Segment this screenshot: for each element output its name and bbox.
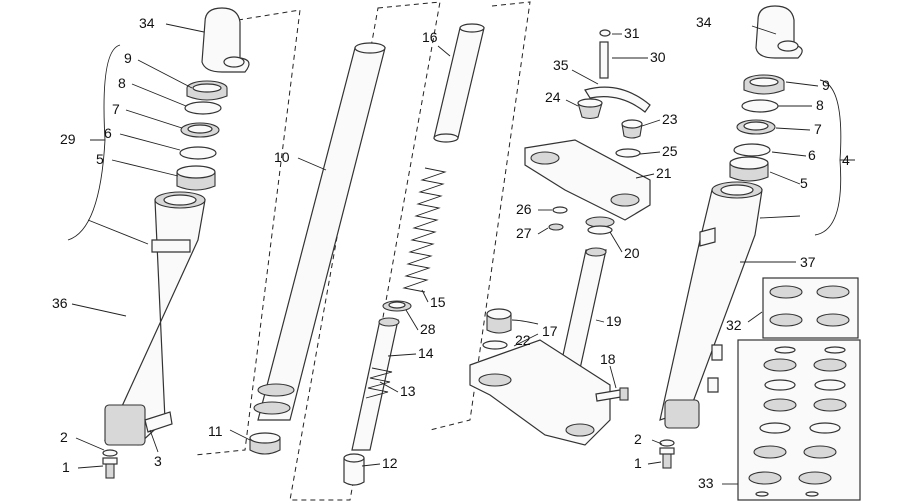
right-bolt-1: [659, 447, 675, 469]
label-34-left: 34: [139, 15, 155, 31]
lower-triple-clamp-17: [469, 339, 611, 446]
washer-25: [615, 148, 641, 158]
right-seal-9: [743, 74, 785, 95]
left-washer-2: [102, 449, 118, 457]
nut-31: [599, 29, 611, 37]
label-5-left: 5: [96, 151, 104, 167]
label-37: 37: [800, 254, 816, 270]
stanchion-10: [253, 42, 386, 421]
label-26: 26: [516, 201, 532, 217]
label-8-left: 8: [118, 75, 126, 91]
label-16: 16: [422, 29, 438, 45]
bolt-18: [595, 387, 629, 402]
label-24: 24: [545, 89, 561, 105]
spacer-12: [343, 453, 365, 486]
group-outline-middle: [289, 1, 441, 501]
label-7-left: 7: [112, 101, 120, 117]
label-15: 15: [430, 294, 446, 310]
label-23: 23: [662, 111, 678, 127]
bushing-11: [249, 432, 281, 455]
ring-28: [382, 300, 412, 312]
damper-rod-14: [351, 317, 400, 451]
bushing-kit-33-box: [737, 339, 861, 501]
label-12: 12: [382, 455, 398, 471]
label-22: 22: [515, 332, 531, 348]
washer-26: [552, 206, 568, 214]
label-36: 36: [52, 295, 68, 311]
label-2-right: 2: [634, 431, 642, 447]
nut-27: [548, 223, 564, 231]
bearing-20: [585, 216, 615, 235]
label-5-right: 5: [800, 175, 808, 191]
leader-lines: [71, 23, 819, 485]
rebound-spring-13: [365, 367, 393, 399]
label-11: 11: [208, 423, 223, 439]
label-28: 28: [420, 321, 436, 337]
left-slider-36: [104, 191, 206, 446]
label-34-right: 34: [696, 14, 712, 30]
label-10: 10: [274, 149, 290, 165]
right-bushing-5: [729, 156, 769, 182]
label-6-right: 6: [808, 147, 816, 163]
label-21: 21: [656, 165, 672, 181]
label-19: 19: [606, 313, 622, 329]
callout-labels: 34 9 8 7 29 6 5 36 2 1 3 10 11 16 15 28 …: [52, 14, 850, 491]
seal-kit-32-box: [762, 277, 859, 339]
left-fork-cap-34: [201, 7, 250, 73]
label-7-right: 7: [814, 121, 822, 137]
left-seal-9: [186, 80, 228, 101]
label-25: 25: [662, 143, 678, 159]
label-6-left: 6: [104, 125, 112, 141]
left-bushing-5: [176, 165, 216, 191]
left-ring-6: [179, 146, 217, 160]
label-35: 35: [553, 57, 569, 73]
right-fork-cap-34: [755, 5, 803, 59]
group-outline-left: [194, 9, 301, 456]
group-outline-right: [429, 1, 531, 431]
label-31: 31: [624, 25, 640, 41]
upper-triple-clamp-21: [524, 139, 651, 221]
label-1-right: 1: [634, 455, 642, 471]
label-2-left: 2: [60, 429, 68, 445]
grommet-24: [577, 98, 603, 120]
label-33: 33: [698, 475, 714, 491]
damper-tube-16: [433, 23, 485, 143]
label-32: 32: [726, 317, 742, 333]
plug-22: [482, 308, 512, 350]
label-20: 20: [624, 245, 640, 261]
left-bolt-1: [102, 457, 118, 479]
label-17: 17: [542, 323, 558, 339]
left-clip-8: [184, 101, 222, 115]
pin-30: [599, 41, 609, 79]
label-1-left: 1: [62, 459, 70, 475]
bracket-35: [584, 86, 651, 113]
label-18: 18: [600, 351, 616, 367]
label-8-right: 8: [816, 97, 824, 113]
label-30: 30: [650, 49, 666, 65]
label-14: 14: [418, 345, 434, 361]
label-27: 27: [516, 225, 532, 241]
right-ring-6: [733, 143, 771, 157]
label-9-right: 9: [822, 77, 830, 93]
label-29: 29: [60, 131, 76, 147]
left-washer-7: [180, 122, 220, 138]
bracket-29: [67, 44, 121, 241]
label-3: 3: [154, 453, 162, 469]
bracket-4: [814, 79, 855, 236]
label-9-left: 9: [124, 50, 132, 66]
right-washer-2: [659, 439, 675, 447]
right-clip-8: [741, 99, 779, 113]
label-13: 13: [400, 383, 416, 399]
label-4: 4: [842, 152, 850, 168]
spring-15: [402, 167, 447, 293]
right-slider-37: [659, 181, 763, 429]
cap-nut-23: [621, 119, 643, 139]
right-washer-7: [736, 119, 776, 135]
